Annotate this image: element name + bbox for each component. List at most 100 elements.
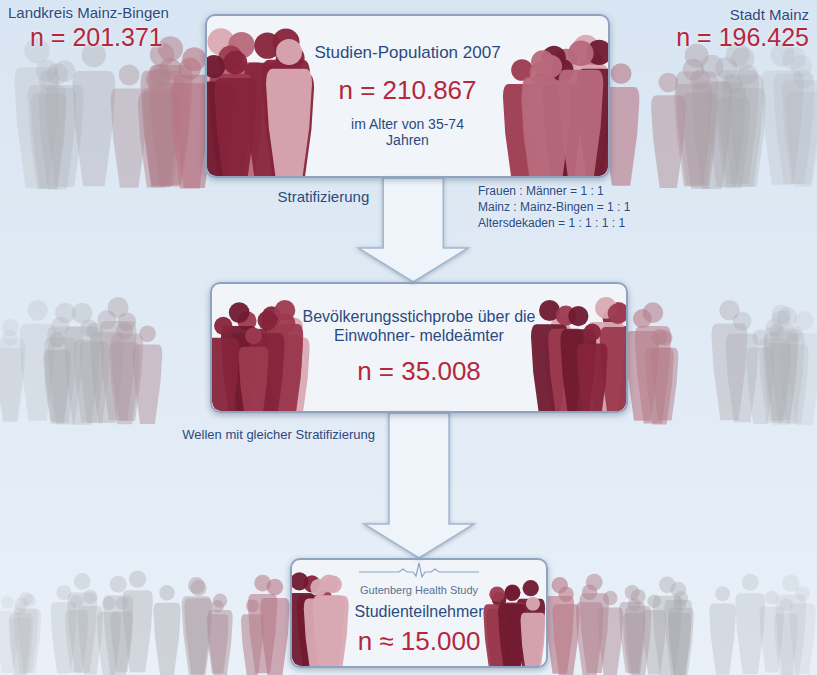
person-head <box>102 596 116 610</box>
edge-label: Wellen mit gleicher Stratifizierung <box>182 427 375 443</box>
study-logo-text: Gutenberg Health Study <box>360 584 478 597</box>
person-head <box>320 575 338 593</box>
person-body <box>775 595 806 675</box>
block-arrow <box>358 178 468 282</box>
person-silhouette <box>692 55 732 189</box>
stage-box: Studien-Population 2007n = 210.867im Alt… <box>205 14 610 178</box>
person-head <box>526 597 540 611</box>
person-head <box>146 69 166 89</box>
person-head <box>782 574 800 592</box>
person-silhouette <box>651 73 686 188</box>
person-head <box>643 302 664 323</box>
person-head <box>611 63 632 84</box>
stage-box: Bevölkerungsstichprobe über die Einwohne… <box>210 282 628 413</box>
person-head <box>701 55 724 78</box>
edge-label: Stratifizierung <box>278 188 370 206</box>
person-silhouette <box>0 319 26 422</box>
person-silhouette <box>775 574 806 675</box>
person-body <box>651 95 686 188</box>
person-silhouette <box>241 599 264 675</box>
person-head <box>139 325 156 342</box>
person-body <box>785 92 817 187</box>
box-content: Studien-Population 2007n = 210.867im Alt… <box>300 43 515 149</box>
person-head <box>608 303 626 324</box>
person-body <box>0 339 26 422</box>
person-body <box>558 70 603 176</box>
person-silhouette <box>214 51 256 176</box>
person-silhouette <box>709 586 736 674</box>
person-silhouette <box>51 585 77 673</box>
person-body <box>692 81 732 189</box>
person-silhouette <box>212 317 239 411</box>
person-head <box>292 572 308 590</box>
person-silhouette <box>260 579 289 675</box>
person-head <box>631 589 646 604</box>
person-body <box>645 348 674 425</box>
box-content: Bevölkerungsstichprobe über die Einwohne… <box>302 308 537 386</box>
person-body <box>212 338 239 411</box>
person-body <box>260 598 289 675</box>
person-body <box>64 327 101 425</box>
person-head <box>733 312 752 331</box>
person-body <box>668 608 694 675</box>
person-silhouette <box>598 591 624 675</box>
ratio-note: Altersdekaden = 1 : 1 : 1 : 1 <box>478 216 625 230</box>
person-head <box>47 63 68 84</box>
person-silhouette <box>785 69 817 187</box>
person-silhouette <box>668 591 694 675</box>
person-head <box>15 597 29 611</box>
box-crowds <box>194 14 637 675</box>
person-head <box>2 330 18 346</box>
person-body <box>0 348 24 422</box>
person-body <box>241 614 264 675</box>
person-silhouette <box>9 597 33 675</box>
person-head <box>659 73 679 93</box>
person-silhouette <box>558 40 603 176</box>
person-head <box>568 306 588 326</box>
person-head <box>229 302 250 323</box>
person-body <box>266 69 312 176</box>
person-body <box>97 612 121 675</box>
person-body <box>577 343 608 411</box>
box-crowd <box>292 572 545 666</box>
person-head <box>74 573 91 590</box>
region-name: Landkreis Mainz-Bingen <box>8 4 169 22</box>
person-body <box>239 347 269 411</box>
person-head <box>246 599 259 612</box>
person-silhouette <box>153 585 180 675</box>
person-silhouette <box>266 39 312 176</box>
person-body <box>9 613 33 675</box>
person-silhouette <box>552 586 579 675</box>
person-head <box>715 586 730 601</box>
stage-title: Studien-Population 2007 <box>314 43 500 63</box>
person-silhouette <box>97 596 121 675</box>
person-head <box>267 579 284 596</box>
person-head <box>214 317 232 335</box>
person-head <box>558 586 573 601</box>
person-head <box>72 303 93 324</box>
person-head <box>582 584 598 600</box>
ratio-note: Frauen : Männer = 1 : 1 <box>478 184 604 198</box>
stage-box: Gutenberg Health StudyStudienteilnehmern… <box>290 558 548 668</box>
person-head <box>110 576 127 593</box>
person-silhouette <box>182 577 212 675</box>
person-body <box>207 610 232 675</box>
person-head <box>213 594 227 608</box>
person-silhouette <box>64 303 101 425</box>
person-head <box>188 577 205 594</box>
person-body <box>109 342 140 424</box>
person-head <box>771 310 790 329</box>
count-number: n = 196.425 <box>676 22 809 52</box>
person-head <box>674 591 689 606</box>
person-body <box>735 593 765 674</box>
person-body <box>521 613 546 666</box>
person-head <box>504 585 520 601</box>
box-crowd <box>212 297 626 411</box>
person-body <box>111 89 148 188</box>
person-head <box>245 327 262 344</box>
person-body <box>38 88 76 190</box>
count-number: n = 35.008 <box>357 356 481 387</box>
person-body <box>182 596 212 675</box>
person-silhouette <box>170 58 209 189</box>
